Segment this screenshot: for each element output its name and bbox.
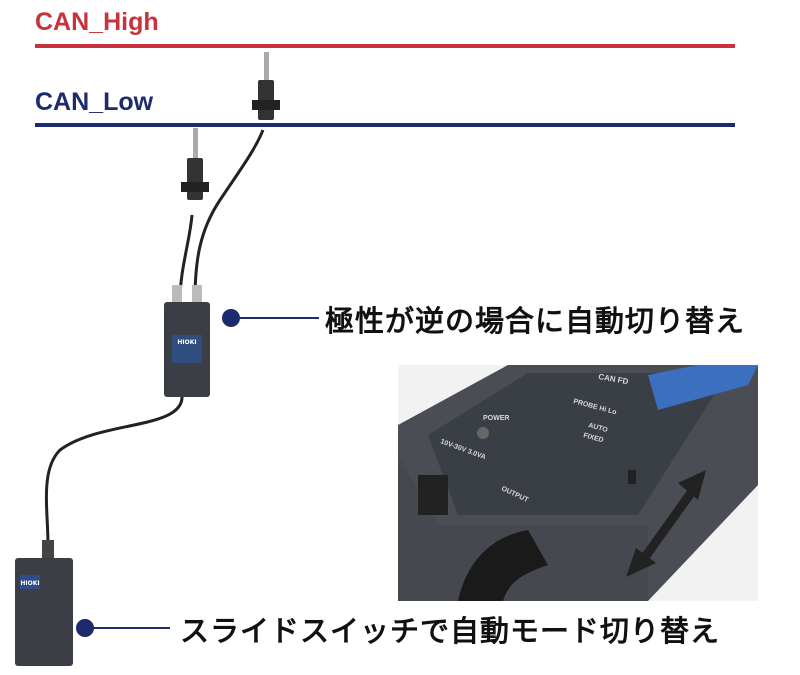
svg-text:HIOKI: HIOKI bbox=[20, 580, 39, 587]
can-high-line bbox=[35, 44, 735, 48]
callout-slide-switch: スライドスイッチで自動モード切り替え bbox=[180, 614, 721, 648]
callout-line-1 bbox=[231, 317, 319, 319]
callout-line-2 bbox=[85, 627, 170, 629]
interface-unit: HIOKI bbox=[15, 540, 73, 666]
power-label: POWER bbox=[483, 415, 509, 422]
cables bbox=[44, 129, 265, 546]
can-low-line bbox=[35, 123, 735, 127]
probe-low bbox=[181, 128, 209, 200]
probe-unit: HIOKI bbox=[164, 285, 210, 397]
slide-switch-photo: POWER 10V-30V 3.0VA OUTPUT PROBE Hi Lo A… bbox=[398, 365, 758, 601]
probe-high bbox=[252, 52, 280, 120]
double-arrow-icon bbox=[626, 470, 706, 577]
svg-text:HIOKI: HIOKI bbox=[177, 339, 196, 346]
callout-polarity: 極性が逆の場合に自動切り替え bbox=[325, 304, 746, 338]
can-high-label: CAN_High bbox=[35, 8, 159, 36]
can-low-label: CAN_Low bbox=[35, 88, 154, 116]
